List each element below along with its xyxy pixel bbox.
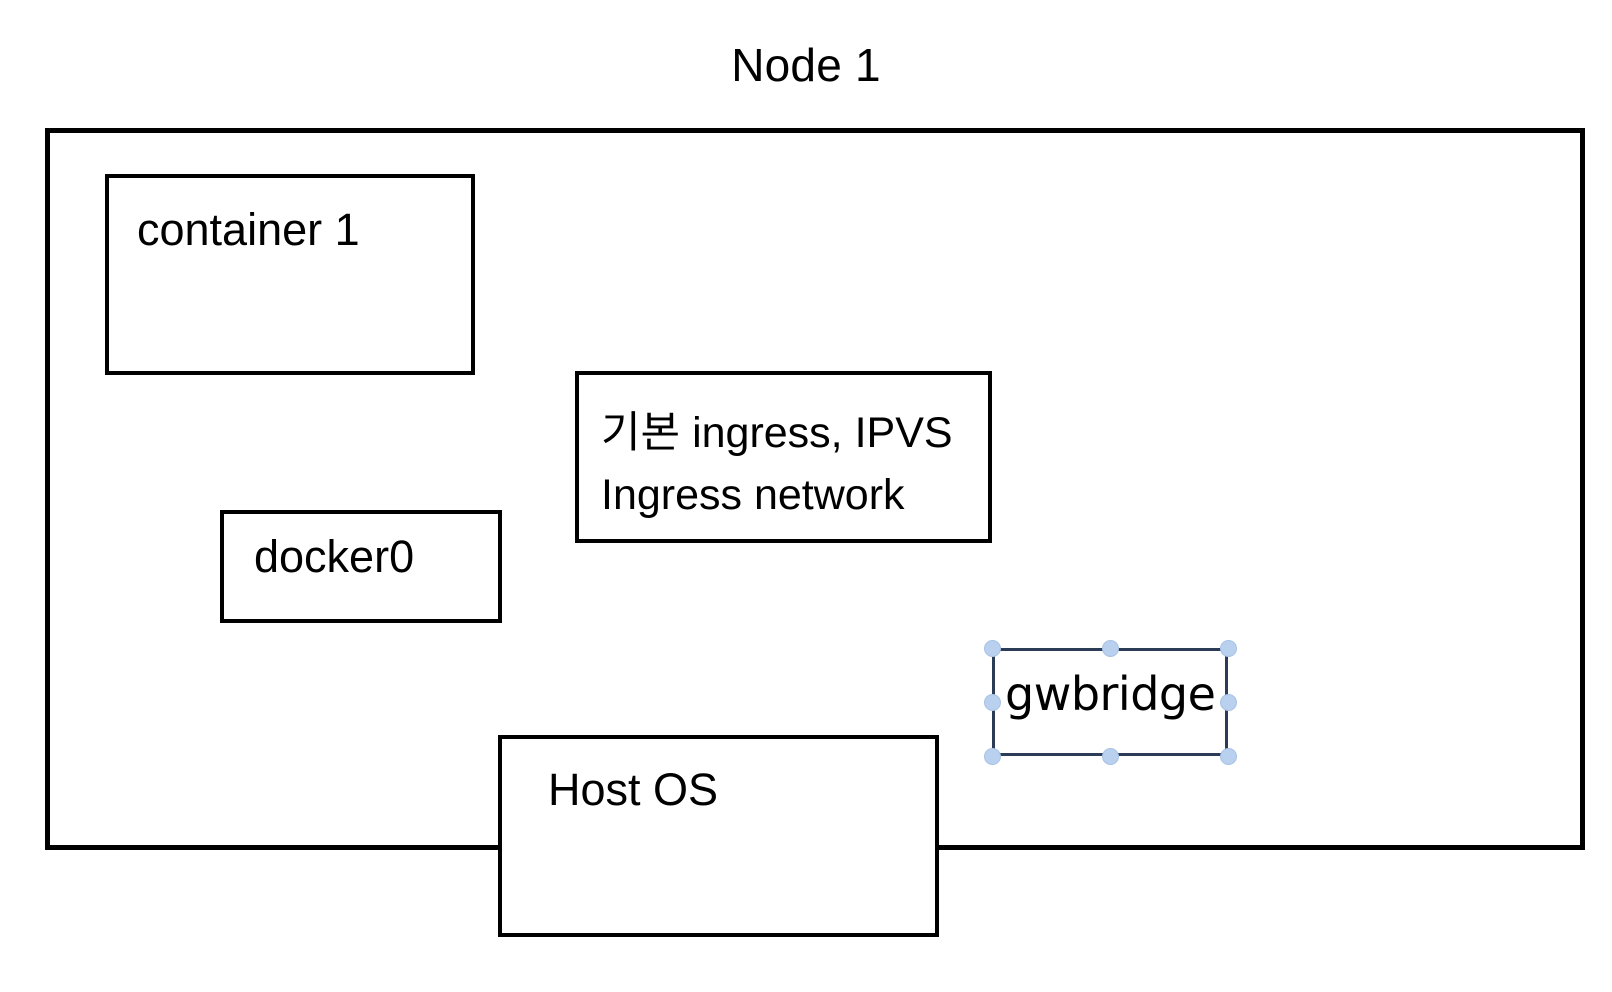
- gwbridge-selection-group[interactable]: gwbridge: [983, 639, 1237, 765]
- resize-handle-top-right[interactable]: [1219, 639, 1237, 657]
- ingress-network-label-line1: 기본 ingress, IPVS: [601, 409, 953, 457]
- ingress-network-label-line2: Ingress network: [601, 471, 905, 519]
- resize-handle-bottom-right[interactable]: [1219, 747, 1237, 765]
- gwbridge-box[interactable]: gwbridge: [992, 648, 1228, 756]
- page-title: Node 1: [731, 39, 881, 91]
- container-1-box[interactable]: container 1: [105, 174, 475, 375]
- resize-handle-top-left[interactable]: [983, 639, 1001, 657]
- gwbridge-label: gwbridge: [1005, 667, 1216, 721]
- ingress-network-box[interactable]: 기본 ingress, IPVS Ingress network: [575, 371, 992, 543]
- resize-handle-top-center[interactable]: [1101, 639, 1119, 657]
- docker0-label: docker0: [254, 531, 415, 582]
- resize-handle-middle-right[interactable]: [1219, 693, 1237, 711]
- resize-handle-middle-left[interactable]: [983, 693, 1001, 711]
- resize-handle-bottom-left[interactable]: [983, 747, 1001, 765]
- host-os-label: Host OS: [548, 764, 719, 815]
- resize-handle-bottom-center[interactable]: [1101, 747, 1119, 765]
- container-1-label: container 1: [137, 204, 360, 255]
- docker0-box[interactable]: docker0: [220, 510, 502, 623]
- host-os-box[interactable]: Host OS: [498, 735, 939, 937]
- ingress-network-label: 기본 ingress, IPVS Ingress network: [601, 402, 953, 526]
